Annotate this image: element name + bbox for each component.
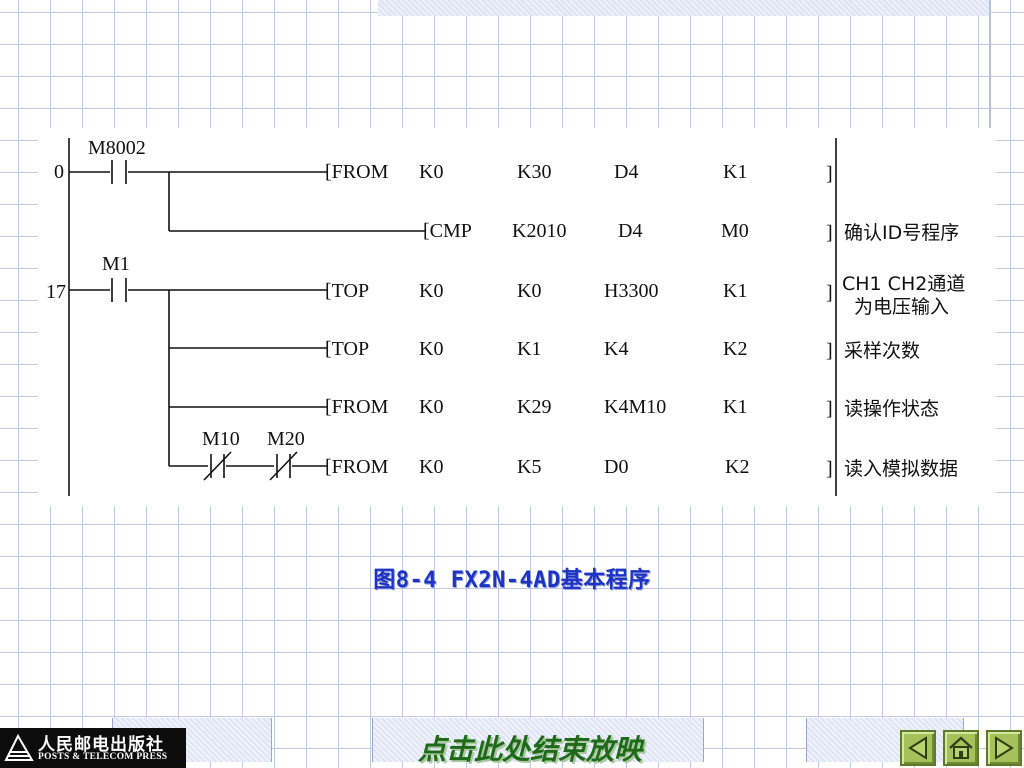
step-number-0: 0 [54, 161, 64, 183]
svg-text:K1: K1 [723, 396, 747, 418]
nc-contact-m20 [269, 451, 298, 481]
svg-text:[TOP: [TOP [325, 338, 369, 360]
svg-text:K0: K0 [419, 396, 443, 418]
instruction-row-5: [FROM K0 K29 K4M10 K1 ] 读操作状态 [325, 396, 939, 420]
header-decor-band [378, 0, 990, 16]
svg-text:D0: D0 [604, 456, 628, 478]
header-decor-rule [989, 0, 991, 130]
svg-text:K4: K4 [604, 338, 628, 360]
svg-text:[FROM: [FROM [325, 161, 389, 183]
svg-text:D4: D4 [618, 220, 642, 242]
svg-text:D4: D4 [614, 161, 638, 183]
ladder-diagram: 0 17 M8002 M1 M10 M20 [38, 128, 996, 506]
rung-comment: 确认ID号程序 [844, 222, 959, 244]
publisher-name-cn: 人民邮电出版社 [38, 735, 164, 755]
svg-text:K1: K1 [723, 280, 747, 302]
svg-text:K1: K1 [517, 338, 541, 360]
rung-comment: 为电压输入 [854, 296, 949, 318]
svg-text:K5: K5 [517, 456, 541, 478]
svg-text:H3300: H3300 [604, 280, 658, 302]
ladder-diagram-canvas: 0 17 M8002 M1 M10 M20 [46, 137, 965, 496]
rung-comment: 读操作状态 [844, 398, 939, 420]
publisher-logo: 人民邮电出版社 POSTS & TELECOM PRESS [0, 728, 186, 768]
no-contact-m1 [111, 278, 127, 302]
svg-text:K0: K0 [419, 280, 443, 302]
next-slide-button[interactable] [986, 730, 1022, 766]
bracket-close: ] [826, 282, 833, 304]
rung-comment: 采样次数 [844, 340, 920, 362]
svg-text:[CMP: [CMP [423, 220, 472, 242]
bracket-close: ] [826, 163, 833, 185]
svg-text:[TOP: [TOP [325, 280, 369, 302]
rung-comment: 读入模拟数据 [844, 458, 958, 480]
svg-text:K1: K1 [723, 161, 747, 183]
prev-slide-button[interactable] [900, 730, 936, 766]
contact-label-m1: M1 [102, 253, 130, 275]
nc-contact-m10 [203, 451, 232, 481]
svg-text:K0: K0 [419, 338, 443, 360]
svg-text:K0: K0 [419, 456, 443, 478]
svg-text:[FROM: [FROM [325, 396, 389, 418]
svg-text:K30: K30 [517, 161, 551, 183]
next-arrow-icon [995, 736, 1014, 760]
bracket-close: ] [826, 222, 833, 244]
svg-text:K2: K2 [725, 456, 749, 478]
home-button[interactable] [943, 730, 979, 766]
publisher-emblem-icon [4, 733, 34, 761]
bracket-close: ] [826, 458, 833, 480]
home-icon [949, 736, 973, 759]
instruction-row-4: [TOP K0 K1 K4 K2 ] 采样次数 [325, 338, 920, 362]
contact-label-m8002: M8002 [88, 137, 146, 159]
contact-label-m20: M20 [267, 428, 305, 450]
contact-label-m10: M10 [202, 428, 240, 450]
svg-text:K29: K29 [517, 396, 551, 418]
figure-caption: 图8-4 FX2N-4AD基本程序 [373, 568, 651, 593]
rung-comment: CH1 CH2通道 [842, 273, 965, 295]
step-number-17: 17 [46, 281, 66, 303]
svg-text:K0: K0 [419, 161, 443, 183]
svg-text:K0: K0 [517, 280, 541, 302]
bracket-close: ] [826, 340, 833, 362]
instruction-row-3: [TOP K0 K0 H3300 K1 ] CH1 CH2通道 为电压输入 [325, 273, 965, 318]
svg-text:K2: K2 [723, 338, 747, 360]
bracket-close: ] [826, 398, 833, 420]
instruction-row-6: [FROM K0 K5 D0 K2 ] 读入模拟数据 [325, 456, 958, 480]
instruction-row-2: [CMP K2010 D4 M0 ] 确认ID号程序 [423, 220, 959, 244]
footer-decor-box-2 [372, 718, 704, 762]
instruction-row-1: [FROM K0 K30 D4 K1 ] [325, 161, 833, 185]
prev-arrow-icon [908, 736, 927, 760]
svg-text:M0: M0 [721, 220, 749, 242]
footer-decor-box-3 [806, 718, 964, 762]
svg-text:[FROM: [FROM [325, 456, 389, 478]
publisher-name-en: POSTS & TELECOM PRESS [38, 752, 168, 762]
svg-text:K2010: K2010 [512, 220, 566, 242]
no-contact-m8002 [111, 160, 127, 184]
svg-text:K4M10: K4M10 [604, 396, 666, 418]
end-show-button[interactable]: 点击此处结束放映 [417, 733, 642, 766]
